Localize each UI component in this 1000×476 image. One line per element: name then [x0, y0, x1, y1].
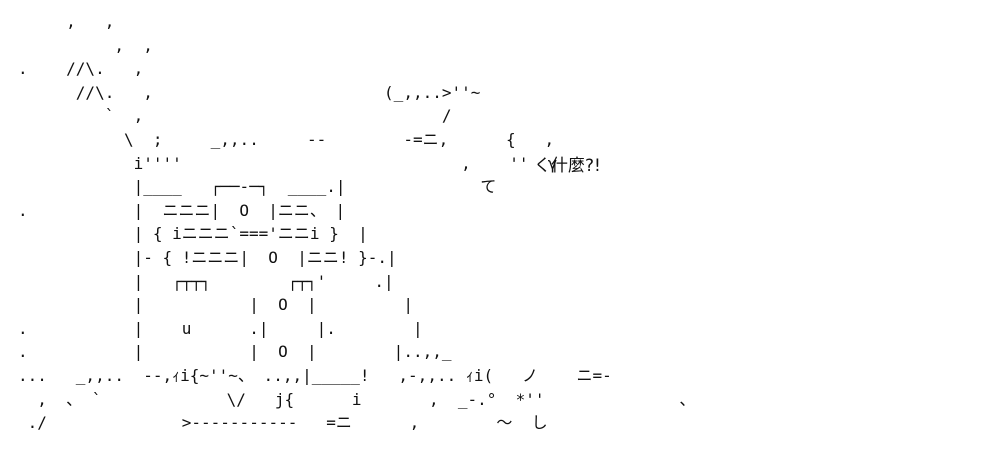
- speech-text: く什麼?!: [534, 156, 601, 176]
- ascii-art-figure: , , , , . //\. , //\. , (_,,..>''~ ` , /…: [18, 12, 696, 433]
